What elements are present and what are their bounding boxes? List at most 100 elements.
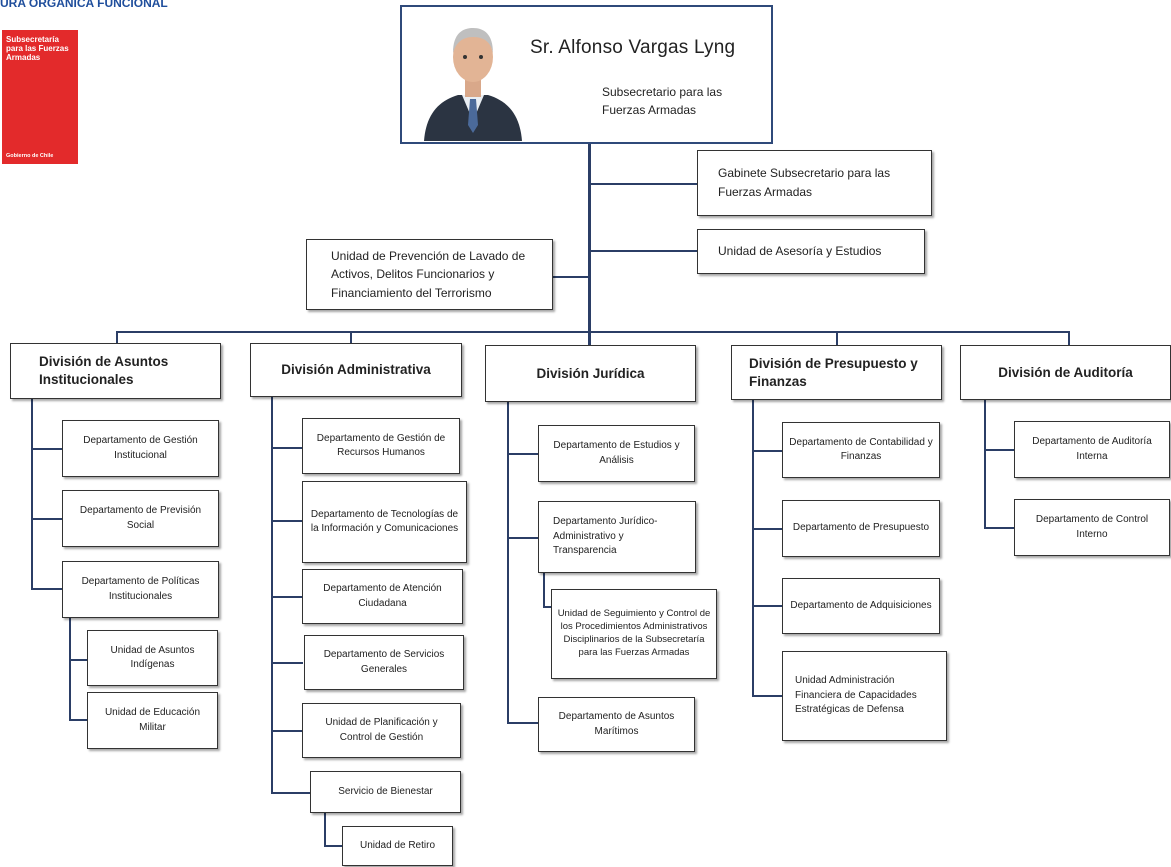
division-bus-line — [116, 331, 1070, 333]
head-role: Subsecretario para las Fuerzas Armadas — [602, 85, 723, 117]
asuntos-dept-2: Departamento de Previsión Social — [62, 490, 219, 547]
asuntos-unit-1: Unidad de Asuntos Indígenas — [87, 630, 218, 686]
gabinete-box: Gabinete Subsecretario para las Fuerzas … — [697, 150, 932, 216]
asuntos-unit-2-label: Unidad de Educación Militar — [104, 707, 201, 733]
auditoria-dept-1-label: Departamento de Auditoría Interna — [1032, 436, 1152, 462]
admin-sub-tick — [324, 845, 343, 847]
asuntos-dept-3-label: Departamento de Políticas Institucionale… — [81, 576, 200, 602]
presupuesto-dept-2-label: Departamento de Presupuesto — [792, 522, 930, 534]
asuntos-sub-tick-2 — [69, 719, 88, 721]
admin-sub-trunk — [324, 812, 326, 846]
auditoria-trunk — [984, 400, 986, 528]
asesoria-label: Unidad de Asesoría y Estudios — [718, 244, 882, 259]
juridica-tick-1 — [507, 453, 538, 455]
asuntos-dept-1-label: Departamento de Gestión Institucional — [83, 435, 198, 461]
juridica-sub-trunk — [543, 573, 545, 607]
presupuesto-dept-1: Departamento de Contabilidad y Finanzas — [782, 422, 940, 478]
asesoria-connector — [590, 250, 698, 252]
asuntos-sub-trunk — [69, 617, 71, 720]
drop-presupuesto — [836, 331, 838, 345]
spine-line — [588, 144, 591, 348]
institution-logo: Subsecretaría para las Fuerzas Armadas G… — [2, 30, 78, 164]
auditoria-tick-2 — [984, 527, 1016, 529]
presupuesto-tick-2 — [752, 528, 784, 530]
admin-dept-4: Departamento de Servicios Generales — [304, 635, 464, 690]
admin-dept-5-label: Unidad de Planificación y Control de Ges… — [325, 717, 438, 743]
division-administrativa: División Administrativa — [250, 343, 462, 397]
admin-dept-2-label: Departamento de Tecnologías de la Inform… — [310, 508, 459, 535]
prevencion-label: Unidad de Prevención de Lavado de Activo… — [331, 248, 526, 300]
asuntos-dept-1: Departamento de Gestión Institucional — [62, 420, 219, 477]
admin-tick-2 — [271, 520, 303, 522]
presupuesto-tick-4 — [752, 695, 784, 697]
admin-dept-6: Servicio de Bienestar — [310, 771, 461, 813]
division-auditoria: División de Auditoría — [960, 345, 1171, 400]
asuntos-tick-3 — [31, 588, 63, 590]
presupuesto-dept-3-label: Departamento de Adquisiciones — [790, 599, 932, 611]
gabinete-label: Gabinete Subsecretario para las Fuerzas … — [718, 166, 891, 199]
admin-tick-3 — [271, 596, 303, 598]
admin-dept-4-label: Departamento de Servicios Generales — [323, 649, 445, 675]
admin-tick-1 — [271, 447, 303, 449]
auditoria-dept-2-label: Departamento de Control Interno — [1035, 514, 1149, 540]
asuntos-unit-2: Unidad de Educación Militar — [87, 692, 218, 749]
drop-auditoria — [1068, 331, 1070, 345]
juridica-dept-3: Departamento de Asuntos Marítimos — [538, 697, 695, 752]
presupuesto-unit-1-label: Unidad Administración Financiera de Capa… — [795, 675, 917, 716]
division-asuntos: División de Asuntos Institucionales — [10, 343, 221, 399]
admin-tick-4 — [271, 662, 303, 664]
division-juridica: División Jurídica — [485, 345, 696, 402]
admin-dept-1-label: Departamento de Gestión de Recursos Huma… — [316, 432, 446, 459]
presupuesto-tick-3 — [752, 605, 784, 607]
division-presupuesto-title: División de Presupuesto y Finanzas — [749, 355, 918, 389]
division-presupuesto: División de Presupuesto y Finanzas — [731, 345, 942, 400]
prevencion-connector — [552, 276, 589, 278]
division-juridica-title: División Jurídica — [536, 365, 645, 381]
juridica-dept-2-label: Departamento Jurídico-Administrativo y T… — [553, 516, 658, 557]
juridica-dept-2: Departamento Jurídico-Administrativo y T… — [538, 501, 696, 573]
presupuesto-tick-1 — [752, 450, 784, 452]
presupuesto-dept-1-label: Departamento de Contabilidad y Finanzas — [789, 436, 933, 463]
juridica-dept-1: Departamento de Estudios y Análisis — [538, 425, 695, 482]
juridica-dept-3-label: Departamento de Asuntos Marítimos — [558, 711, 675, 737]
asuntos-tick-1 — [31, 448, 63, 450]
asuntos-unit-1-label: Unidad de Asuntos Indígenas — [110, 644, 195, 671]
admin-tick-6 — [271, 792, 310, 794]
presupuesto-dept-3: Departamento de Adquisiciones — [782, 578, 940, 634]
division-auditoria-title: División de Auditoría — [998, 364, 1133, 380]
juridica-tick-3 — [507, 722, 538, 724]
portrait-photo — [418, 13, 528, 141]
admin-dept-6-label: Servicio de Bienestar — [338, 785, 433, 797]
juridica-unit-1: Unidad de Seguimiento y Control de los P… — [551, 589, 717, 679]
juridica-unit-1-label: Unidad de Seguimiento y Control de los P… — [557, 608, 711, 658]
asuntos-tick-2 — [31, 518, 63, 520]
presupuesto-unit-1: Unidad Administración Financiera de Capa… — [782, 651, 947, 741]
auditoria-dept-1: Departamento de Auditoría Interna — [1014, 421, 1170, 478]
admin-dept-3-label: Departamento de Atención Ciudadana — [323, 583, 442, 609]
administrativa-trunk — [271, 397, 273, 793]
admin-dept-5: Unidad de Planificación y Control de Ges… — [302, 703, 461, 758]
admin-dept-1: Departamento de Gestión de Recursos Huma… — [302, 418, 460, 474]
admin-unit-1: Unidad de Retiro — [342, 826, 453, 866]
auditoria-dept-2: Departamento de Control Interno — [1014, 499, 1170, 556]
logo-footer: Gobierno de Chile — [6, 153, 54, 159]
division-asuntos-title: División de Asuntos Institucionales — [39, 354, 169, 387]
asesoria-box: Unidad de Asesoría y Estudios — [697, 229, 925, 274]
asuntos-dept-3: Departamento de Políticas Institucionale… — [62, 561, 219, 618]
admin-dept-2: Departamento de Tecnologías de la Inform… — [302, 481, 467, 563]
juridica-dept-1-label: Departamento de Estudios y Análisis — [553, 440, 680, 466]
auditoria-tick-1 — [984, 449, 1016, 451]
head-name: Sr. Alfonso Vargas Lyng — [530, 37, 736, 58]
logo-text: Subsecretaría para las Fuerzas Armadas — [6, 35, 69, 63]
presupuesto-dept-2: Departamento de Presupuesto — [782, 500, 940, 557]
prevencion-box: Unidad de Prevención de Lavado de Activo… — [306, 239, 553, 310]
admin-tick-5 — [271, 730, 303, 732]
chart-title: URA ORGANICA FUNCIONAL — [0, 0, 168, 10]
presupuesto-trunk — [752, 400, 754, 696]
asuntos-dept-2-label: Departamento de Previsión Social — [79, 505, 202, 531]
drop-administrativa — [350, 331, 352, 345]
head-box: Sr. Alfonso Vargas Lyng Subsecretario pa… — [400, 5, 773, 144]
juridica-tick-2 — [507, 537, 538, 539]
division-administrativa-title: División Administrativa — [281, 362, 431, 378]
drop-asuntos — [116, 331, 118, 345]
